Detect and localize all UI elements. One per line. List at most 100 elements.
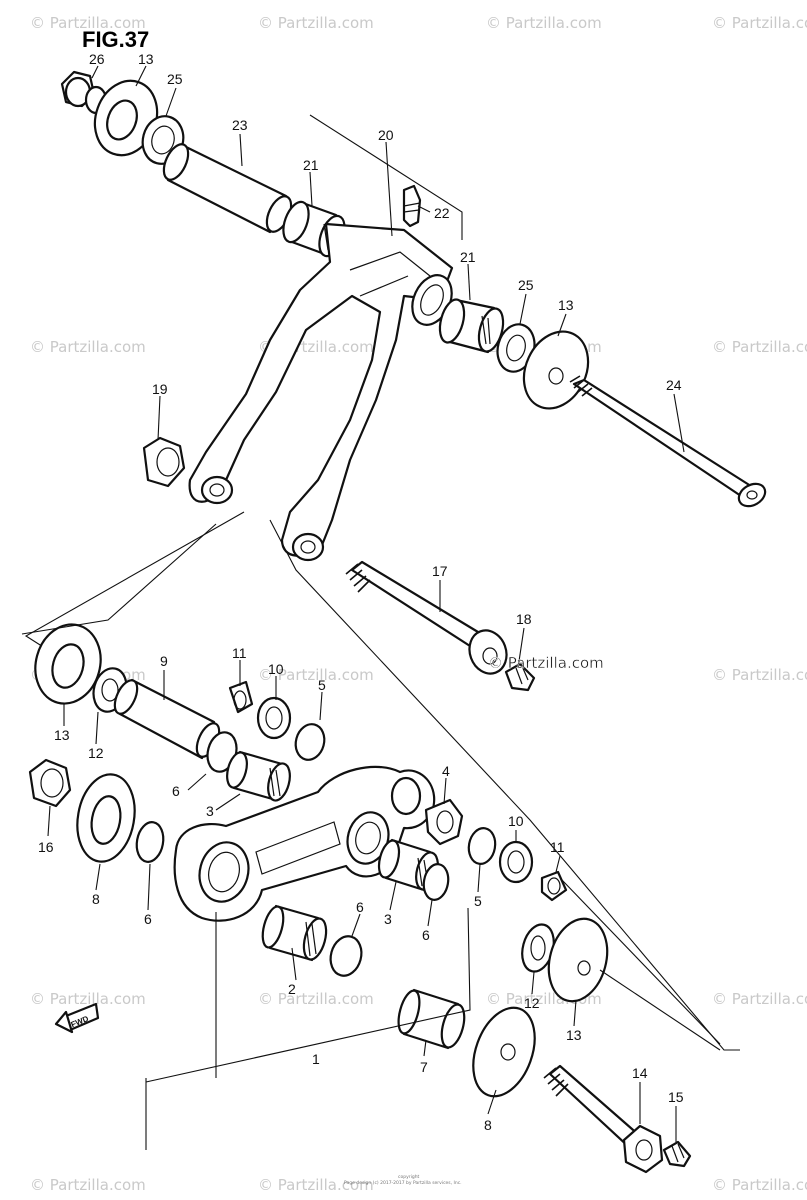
assembly-guide-line bbox=[309, 114, 463, 240]
watermark: © Partzilla.com bbox=[30, 14, 146, 32]
copyright-line: Page design (c) 2017-2017 by Partzilla s… bbox=[344, 1180, 462, 1186]
part-13-washer[interactable] bbox=[27, 617, 110, 711]
part-1-cushion-rod[interactable] bbox=[173, 765, 436, 922]
part-8-washer[interactable] bbox=[462, 999, 546, 1105]
callout-3[interactable]: 3 bbox=[206, 803, 214, 819]
part-3-bearing[interactable] bbox=[224, 750, 294, 803]
assembly-guide-line bbox=[599, 969, 721, 1051]
part-5-circlip[interactable] bbox=[292, 721, 328, 763]
part-10-seal[interactable] bbox=[498, 840, 534, 884]
callout-2[interactable]: 2 bbox=[288, 981, 296, 997]
copyright-line: copyright bbox=[398, 1174, 420, 1180]
callout-26[interactable]: 26 bbox=[89, 51, 105, 67]
callout-6[interactable]: 6 bbox=[356, 899, 364, 915]
part-14-bolt[interactable] bbox=[543, 1064, 664, 1174]
part-11-collar[interactable] bbox=[228, 680, 254, 714]
callout-6[interactable]: 6 bbox=[172, 783, 180, 799]
watermark: © Partzilla.com bbox=[258, 1176, 374, 1194]
part-13-washer[interactable] bbox=[540, 912, 616, 1008]
watermark: © Partzilla.com bbox=[30, 990, 146, 1008]
part-4-collar[interactable] bbox=[424, 798, 464, 846]
part-12-seal[interactable] bbox=[517, 921, 558, 975]
watermark: © Partzilla.com bbox=[258, 666, 374, 684]
figure-title: FIG.37 bbox=[82, 27, 149, 52]
callout-11[interactable]: 11 bbox=[232, 645, 247, 661]
assembly-guide-line bbox=[269, 519, 740, 1051]
callout-22[interactable]: 22 bbox=[434, 205, 450, 221]
callout-6[interactable]: 6 bbox=[144, 911, 152, 927]
callout-5[interactable]: 5 bbox=[318, 677, 326, 693]
callout-10[interactable]: 10 bbox=[268, 661, 284, 677]
callout-17[interactable]: 17 bbox=[432, 563, 448, 579]
callout-15[interactable]: 15 bbox=[668, 1089, 684, 1105]
part-21-bearing[interactable] bbox=[436, 297, 508, 354]
part-18-grease-nipple[interactable] bbox=[504, 662, 536, 692]
callout-labels: 26 13 25 23 21 20 22 21 25 13 24 19 17 1… bbox=[38, 51, 684, 1133]
watermark: © Partzilla.com bbox=[30, 338, 146, 356]
part-6-circlip[interactable] bbox=[421, 862, 451, 902]
callout-20[interactable]: 20 bbox=[378, 127, 394, 143]
callout-8[interactable]: 8 bbox=[92, 891, 100, 907]
callout-16[interactable]: 16 bbox=[38, 839, 54, 855]
callout-25[interactable]: 25 bbox=[518, 277, 534, 293]
assembly-guide-line bbox=[145, 907, 471, 1083]
leader-lines bbox=[47, 65, 685, 1142]
callout-1[interactable]: 1 bbox=[312, 1051, 320, 1067]
part-23-spacer[interactable] bbox=[159, 141, 296, 236]
assembly-guide-line bbox=[21, 523, 217, 635]
part-10-seal[interactable] bbox=[256, 696, 292, 740]
part-5-circlip[interactable] bbox=[466, 826, 498, 866]
callout-12[interactable]: 12 bbox=[524, 995, 540, 1011]
callout-11[interactable]: 11 bbox=[550, 839, 565, 855]
part-15-grease-nipple[interactable] bbox=[662, 1140, 692, 1168]
part-20-cushion-lever[interactable] bbox=[188, 222, 460, 562]
callout-3[interactable]: 3 bbox=[384, 911, 392, 927]
watermark: © Partzilla.com bbox=[712, 1176, 807, 1194]
callout-10[interactable]: 10 bbox=[508, 813, 524, 829]
part-3-bearing[interactable] bbox=[375, 838, 441, 892]
part-7-collar[interactable] bbox=[395, 988, 469, 1050]
watermark: © Partzilla.com bbox=[712, 14, 807, 32]
callout-12[interactable]: 12 bbox=[88, 745, 104, 761]
callout-5[interactable]: 5 bbox=[474, 893, 482, 909]
part-9-spacer[interactable] bbox=[110, 677, 224, 760]
part-11-collar[interactable] bbox=[540, 870, 568, 902]
part-24-pivot-bolt[interactable] bbox=[569, 375, 769, 511]
part-19-nut[interactable] bbox=[142, 436, 186, 488]
callout-14[interactable]: 14 bbox=[632, 1065, 648, 1081]
part-17-bolt[interactable] bbox=[345, 560, 512, 679]
callout-13[interactable]: 13 bbox=[558, 297, 574, 313]
callout-6[interactable]: 6 bbox=[422, 927, 430, 943]
watermark: © Partzilla.com bbox=[712, 666, 807, 684]
part-22-grease-nipple[interactable] bbox=[402, 184, 422, 228]
watermark: © Partzilla.com bbox=[712, 990, 807, 1008]
part-8-washer[interactable] bbox=[71, 770, 141, 866]
part-6-circlip[interactable] bbox=[134, 820, 167, 864]
callout-24[interactable]: 24 bbox=[666, 377, 682, 393]
callout-9[interactable]: 9 bbox=[160, 653, 168, 669]
watermark-highlight: © Partzilla.com bbox=[488, 654, 604, 672]
callout-23[interactable]: 23 bbox=[232, 117, 248, 133]
watermark: © Partzilla.com bbox=[258, 14, 374, 32]
watermark: © Partzilla.com bbox=[258, 990, 374, 1008]
part-13-washer[interactable] bbox=[512, 321, 600, 419]
callout-19[interactable]: 19 bbox=[152, 381, 168, 397]
assembly-guide-line bbox=[561, 879, 721, 1045]
watermark: © Partzilla.com bbox=[30, 1176, 146, 1194]
callout-25[interactable]: 25 bbox=[167, 71, 183, 87]
part-2-bearing[interactable] bbox=[259, 904, 330, 962]
callout-4[interactable]: 4 bbox=[442, 763, 450, 779]
callout-21[interactable]: 21 bbox=[303, 157, 319, 173]
callout-8[interactable]: 8 bbox=[484, 1117, 492, 1133]
callout-21[interactable]: 21 bbox=[460, 249, 476, 265]
watermark: © Partzilla.com bbox=[712, 338, 807, 356]
callout-18[interactable]: 18 bbox=[516, 611, 532, 627]
part-16-nut[interactable] bbox=[28, 758, 72, 808]
callout-13[interactable]: 13 bbox=[138, 51, 154, 67]
callout-13[interactable]: 13 bbox=[54, 727, 70, 743]
callout-13[interactable]: 13 bbox=[566, 1027, 582, 1043]
forward-direction-arrow: FWD bbox=[54, 1002, 100, 1034]
part-6-circlip[interactable] bbox=[326, 933, 365, 979]
callout-7[interactable]: 7 bbox=[420, 1059, 428, 1075]
